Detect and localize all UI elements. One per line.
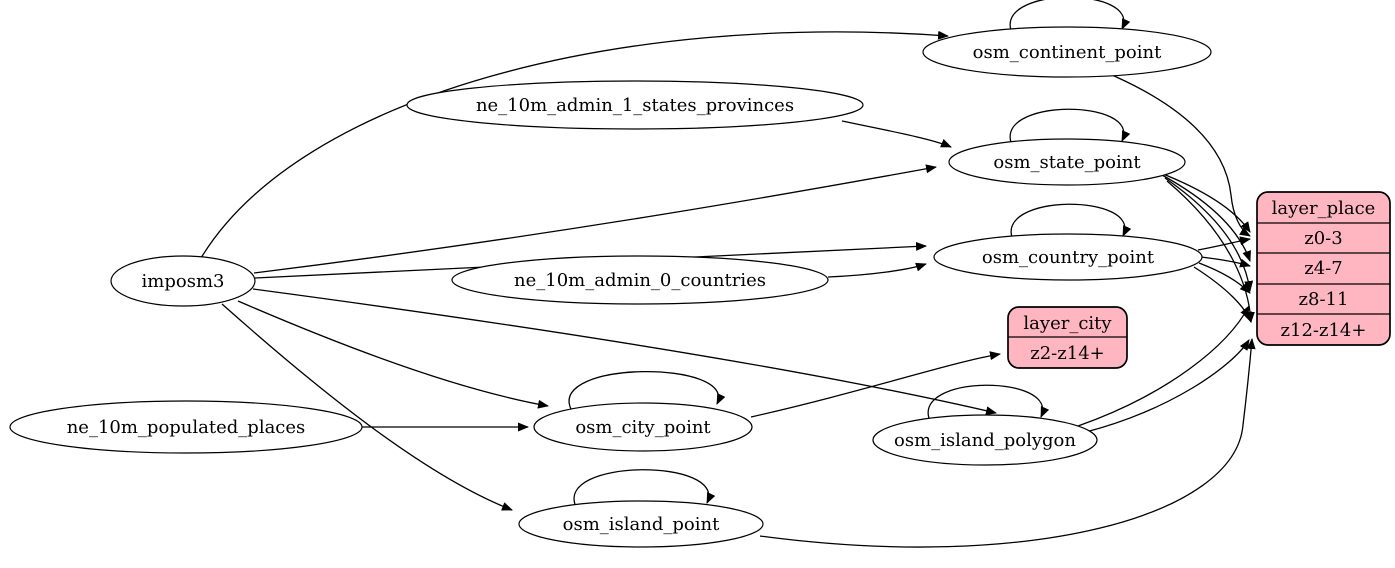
node-osm_country_point: osm_country_point — [933, 233, 1203, 281]
edge-ne_10m_admin_0_countries-to-osm_country_point — [827, 262, 927, 278]
ne_10m_admin_1_states_provinces-shape — [406, 80, 864, 130]
edge-osm_state_point-to-layer_place-z4-7 — [1161, 174, 1251, 262]
osm_state_point-label: osm_state_point — [993, 152, 1141, 173]
imposm3-label: imposm3 — [142, 271, 225, 292]
layer_place-row-z12-z14: z12-z14+ — [1281, 320, 1367, 341]
edge-osm_country_point-to-layer_place-z8-11 — [1198, 262, 1251, 294]
ne_10m_admin_0_countries-shape — [451, 255, 829, 305]
edge-osm_state_point-to-layer_place-z12-z14 — [1166, 180, 1255, 323]
edge-imposm3-to-osm_state_point — [253, 164, 937, 274]
osm_island_point-shape — [518, 500, 764, 548]
node-ne_10m_populated_places: ne_10m_populated_places — [9, 400, 363, 454]
self-loop-osm_country_point — [1010, 203, 1132, 241]
osm_island_point-label: osm_island_point — [563, 514, 720, 535]
osm_city_point-shape — [533, 402, 753, 452]
node-osm_state_point: osm_state_point — [948, 138, 1186, 186]
edge-osm_island_point-to-layer_place-z12-z14 — [759, 338, 1256, 548]
osm_continent_point-label: osm_continent_point — [973, 42, 1162, 63]
imposm3-shape — [110, 255, 256, 307]
osm_state_point-shape — [948, 138, 1186, 186]
edge-osm_city_point-to-layer_city-z2-z14 — [750, 351, 1001, 418]
ne_10m_populated_places-label: ne_10m_populated_places — [67, 417, 306, 438]
osm_city_point-label: osm_city_point — [575, 417, 711, 438]
edge-imposm3-to-osm_island_point — [221, 303, 513, 511]
layer_city-title: layer_city — [1023, 313, 1112, 334]
edge-osm_island_polygon-to-layer_place-z8-11 — [1077, 305, 1250, 427]
edge-osm_island_polygon-to-layer_place-z12-z14 — [1085, 339, 1250, 433]
osm_country_point-shape — [933, 233, 1203, 281]
layer_place-row-z4-7: z4-7 — [1304, 258, 1342, 279]
edge-osm_state_point-to-layer_place-z0-3 — [1157, 171, 1251, 233]
node-osm_continent_point: osm_continent_point — [922, 26, 1212, 78]
edge-ne_10m_admin_1_states_provinces-to-osm_state_point — [841, 120, 952, 148]
node-ne_10m_admin_1_states_provinces: ne_10m_admin_1_states_provinces — [406, 80, 864, 130]
layer_place-shape — [1256, 191, 1391, 346]
ne_10m_admin_1_states_provinces-label: ne_10m_admin_1_states_provinces — [476, 95, 794, 116]
edge-imposm3-to-osm_continent_point — [200, 30, 949, 259]
osm_island_polygon-shape — [872, 414, 1098, 466]
layer_place-row-z8-11: z8-11 — [1299, 289, 1349, 310]
node-layer_place: layer_place z0-3 z4-7 z8-11 z12-z14+ — [1256, 191, 1391, 346]
layer_place-title: layer_place — [1272, 198, 1376, 219]
osm_continent_point-shape — [922, 26, 1212, 78]
self-loop-osm_island_point — [573, 469, 716, 508]
edge-osm_state_point-to-layer_place-z8-11 — [1164, 177, 1254, 292]
edge-osm_country_point-to-layer_place-z12-z14 — [1193, 266, 1252, 323]
self-loop-osm_city_point — [568, 370, 726, 410]
node-ne_10m_admin_0_countries: ne_10m_admin_0_countries — [451, 255, 829, 305]
self-loop-osm_continent_point — [1009, 0, 1131, 34]
node-osm_island_point: osm_island_point — [518, 500, 764, 548]
edge-imposm3-to-osm_city_point — [237, 300, 549, 409]
layer_place-row-z0-3: z0-3 — [1304, 228, 1342, 249]
edge-osm_country_point-to-layer_place-z0-3 — [1197, 236, 1251, 251]
node-layer_city: layer_city z2-z14+ — [1007, 306, 1128, 369]
edge-osm_country_point-to-layer_place-z4-7 — [1200, 256, 1251, 268]
self-loop-osm_state_point — [1009, 108, 1131, 146]
node-osm_island_polygon: osm_island_polygon — [872, 414, 1098, 466]
ne_10m_admin_0_countries-label: ne_10m_admin_0_countries — [514, 270, 766, 291]
osm_country_point-label: osm_country_point — [982, 247, 1155, 268]
edge-osm_continent_point-to-layer_place-z0-3 — [1104, 71, 1251, 237]
layer_city-row-z2-z14: z2-z14+ — [1030, 343, 1105, 364]
osm_island_polygon-label: osm_island_polygon — [894, 430, 1076, 451]
ne_10m_populated_places-shape — [9, 400, 363, 454]
edge-imposm3-to-osm_island_polygon — [252, 288, 997, 416]
node-osm_city_point: osm_city_point — [533, 402, 753, 452]
node-imposm3: imposm3 — [110, 255, 256, 307]
self-loop-osm_island_polygon — [927, 384, 1050, 422]
